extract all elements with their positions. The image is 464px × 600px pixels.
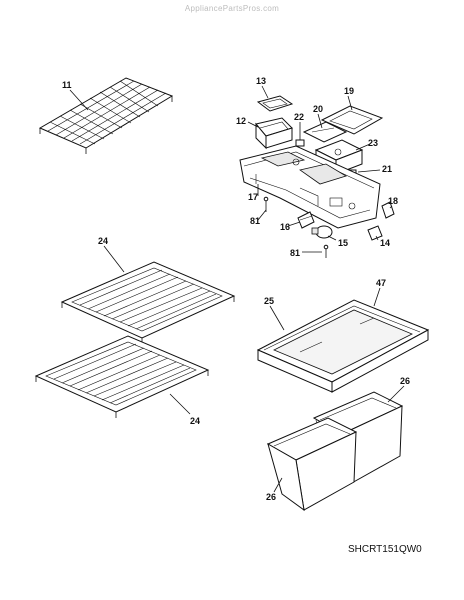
light-shield-13[interactable] — [256, 95, 294, 112]
callout-81-upper: 81 — [250, 216, 260, 226]
callout-24-upper: 24 — [98, 236, 108, 246]
wire-shelf-11[interactable] — [38, 77, 174, 154]
cover-plate-19[interactable] — [320, 105, 384, 135]
housing-cover-12[interactable] — [255, 117, 293, 150]
callout-14: 14 — [380, 238, 390, 248]
wire-shelf-24-lower[interactable] — [34, 335, 210, 418]
connector-14[interactable] — [367, 225, 383, 241]
clip-22[interactable] — [295, 139, 305, 147]
seal-20[interactable] — [302, 121, 348, 143]
leader-lines — [69, 85, 405, 493]
socket-16[interactable] — [297, 211, 315, 229]
callout-23: 23 — [368, 138, 378, 148]
callout-12: 12 — [236, 116, 246, 126]
watermark: AppliancePartsPros.com — [184, 4, 280, 13]
callout-26-left: 26 — [266, 492, 276, 502]
clip-18[interactable] — [381, 201, 395, 219]
callout-11: 11 — [62, 80, 72, 90]
wire-shelf-24-upper[interactable] — [60, 261, 236, 344]
callout-19: 19 — [344, 86, 354, 96]
model-code: SHCRT151QW0 — [348, 544, 422, 555]
crisper-drawer-26-left[interactable] — [266, 417, 358, 512]
callout-26-right: 26 — [400, 376, 410, 386]
callout-21: 21 — [382, 164, 392, 174]
callout-18: 18 — [388, 196, 398, 206]
callout-15: 15 — [338, 238, 348, 248]
screw-81-upper[interactable] — [263, 196, 269, 212]
screw-81-lower[interactable] — [323, 244, 329, 258]
callout-24-lower: 24 — [190, 416, 200, 426]
callout-17: 17 — [248, 192, 258, 202]
glass-insert-47[interactable] — [273, 309, 413, 375]
callout-13: 13 — [256, 76, 266, 86]
light-bulb-15[interactable] — [311, 225, 333, 239]
callout-16: 16 — [280, 222, 290, 232]
callout-25: 25 — [264, 296, 274, 306]
callout-47: 47 — [376, 278, 386, 288]
callout-22: 22 — [294, 112, 304, 122]
callout-20: 20 — [313, 104, 323, 114]
control-housing-17[interactable] — [239, 145, 381, 229]
callout-81-lower: 81 — [290, 248, 300, 258]
